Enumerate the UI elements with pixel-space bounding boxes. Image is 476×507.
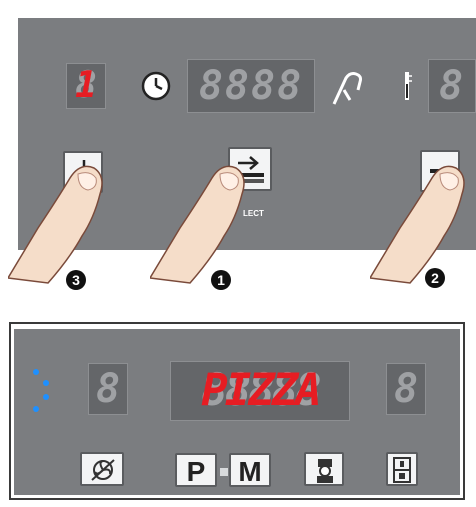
right-display-digit: 8 — [387, 364, 425, 414]
m-key-label: M — [231, 457, 269, 487]
thermometer-icon — [402, 68, 414, 108]
clock-icon — [140, 70, 172, 102]
fan-off-icon — [90, 458, 116, 486]
right-display: 8 — [386, 363, 426, 415]
probe-icon — [330, 70, 370, 106]
level-icon — [393, 457, 411, 487]
p-key-label: P — [177, 457, 215, 487]
finger-1 — [150, 158, 270, 288]
callout-1: 1 — [211, 270, 231, 290]
chef-icon — [314, 457, 336, 487]
callout-3: 3 — [66, 270, 86, 290]
m-key-button[interactable]: M — [229, 453, 271, 487]
finger-2 — [370, 158, 476, 288]
program-display: 8 1 — [66, 63, 106, 109]
main-display-text: PIZZA — [173, 362, 347, 420]
fan-off-button[interactable] — [80, 452, 124, 486]
chef-button[interactable] — [304, 452, 344, 486]
timer-display: 8888 — [187, 59, 315, 113]
main-display: 88888 PIZZA — [170, 361, 350, 421]
temperature-display: 8 — [428, 59, 476, 113]
program-number: 1 — [67, 64, 105, 108]
left-display-digit: 8 — [89, 364, 127, 414]
p-key-button[interactable]: P — [175, 453, 217, 487]
p-m-link — [220, 468, 228, 476]
temperature-digits: 8 — [429, 60, 473, 112]
timer-digits: 8888 — [190, 60, 312, 112]
left-display: 8 — [88, 363, 128, 415]
callout-2: 2 — [425, 268, 445, 288]
level-button[interactable] — [386, 452, 418, 486]
finger-3 — [8, 158, 128, 288]
